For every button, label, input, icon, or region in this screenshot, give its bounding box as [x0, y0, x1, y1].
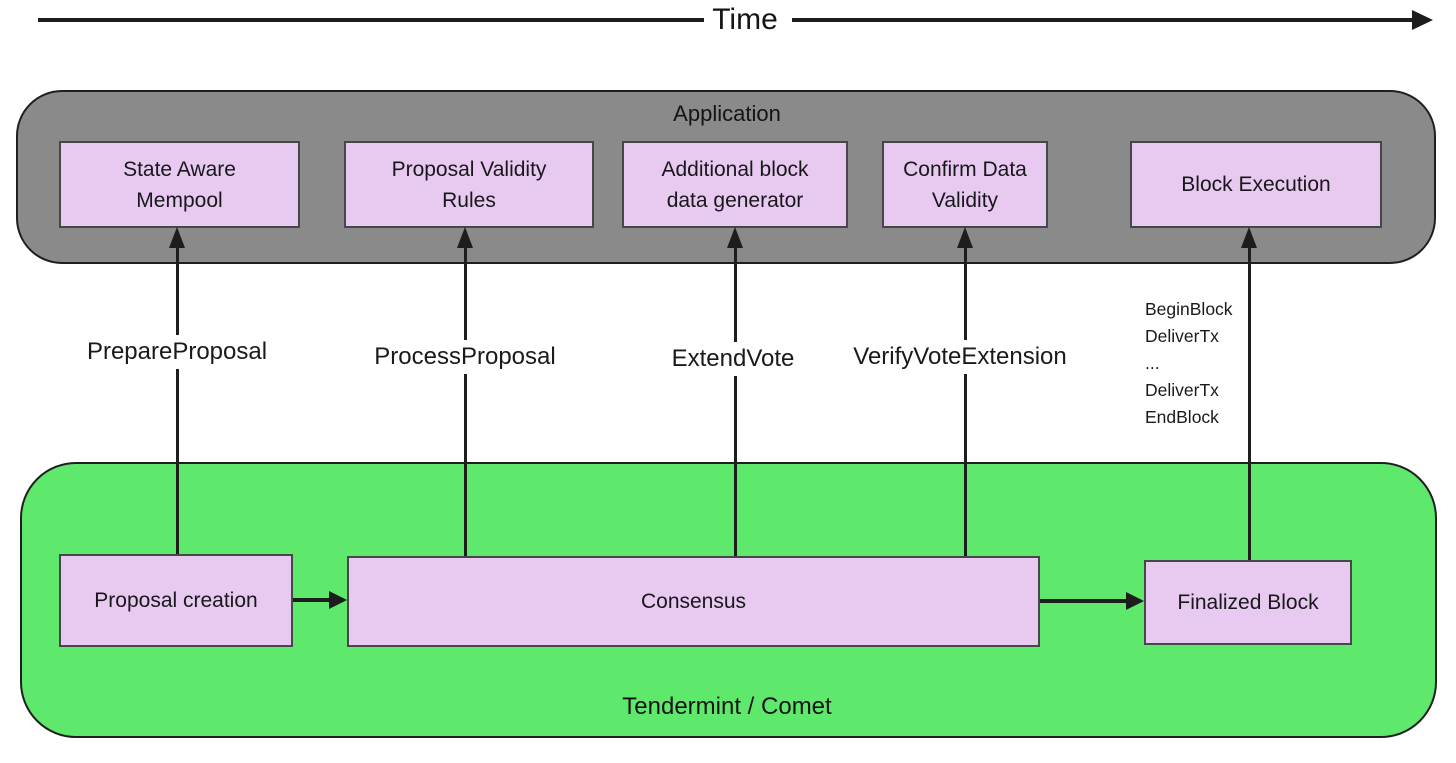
tendermint-title: Tendermint / Comet: [622, 693, 832, 720]
call-deliver-tx-1: DeliverTx: [1145, 326, 1219, 346]
label-prepare-proposal: PrepareProposal: [80, 335, 274, 369]
call-end-block: EndBlock: [1145, 407, 1219, 427]
time-arrowhead-icon: [1412, 10, 1433, 30]
arrow-process-proposal-head-icon: [457, 227, 473, 248]
call-ellipsis: ...: [1145, 353, 1160, 373]
application-title: Application: [673, 101, 781, 126]
node-finalized-block: Finalized Block: [1144, 560, 1352, 645]
label-extend-vote: ExtendVote: [665, 342, 801, 376]
node-proposal-creation: Proposal creation: [59, 554, 293, 647]
arrow-consensus-to-finalized-line: [1040, 599, 1127, 603]
call-deliver-tx-2: DeliverTx: [1145, 380, 1219, 400]
arrow-extend-vote-head-icon: [727, 227, 743, 248]
node-consensus: Consensus: [347, 556, 1040, 647]
arrow-extend-vote-line: [734, 246, 737, 556]
arrow-verify-vote-extension-head-icon: [957, 227, 973, 248]
time-axis-line-right: [792, 18, 1413, 22]
block-execution-call-list: BeginBlock DeliverTx ... DeliverTx EndBl…: [1145, 296, 1241, 431]
node-state-aware-mempool: State Aware Mempool: [59, 141, 300, 228]
arrow-verify-vote-extension-line: [964, 246, 967, 556]
node-block-execution: Block Execution: [1130, 141, 1382, 228]
node-confirm-data-validity: Confirm Data Validity: [882, 141, 1048, 228]
arrow-block-execution-head-icon: [1241, 227, 1257, 248]
arrow-prepare-proposal-head-icon: [169, 227, 185, 248]
node-additional-block-data-generator: Additional block data generator: [622, 141, 848, 228]
arrow-proposal-to-consensus-head-icon: [329, 591, 347, 609]
arrow-consensus-to-finalized-head-icon: [1126, 592, 1144, 610]
arrow-proposal-to-consensus-line: [293, 598, 331, 602]
arrow-prepare-proposal-line: [176, 246, 179, 554]
node-proposal-validity-rules: Proposal Validity Rules: [344, 141, 594, 228]
label-process-proposal: ProcessProposal: [368, 340, 562, 374]
label-verify-vote-extension: VerifyVoteExtension: [847, 340, 1073, 374]
arrow-block-execution-line: [1248, 246, 1251, 560]
call-begin-block: BeginBlock: [1145, 299, 1233, 319]
arrow-process-proposal-line: [464, 246, 467, 556]
time-axis-label: Time: [712, 3, 778, 36]
time-axis-line-left: [38, 18, 704, 22]
